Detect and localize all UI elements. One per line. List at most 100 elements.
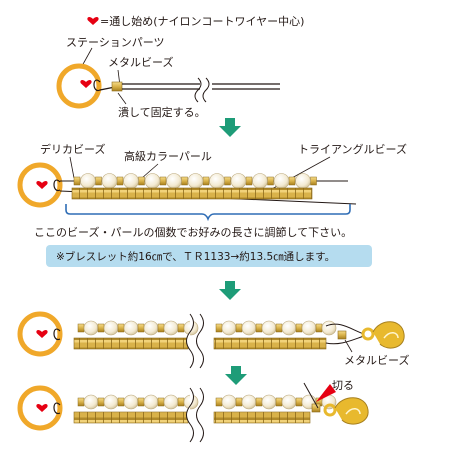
metal-bead-3 xyxy=(337,330,347,340)
adjust-brace xyxy=(65,204,351,222)
station-parts-label: ステーションパーツ xyxy=(66,36,165,49)
pearl-bead xyxy=(103,394,119,410)
delica-bead xyxy=(73,176,81,186)
legend-heart-icon xyxy=(87,17,99,25)
delica-bead xyxy=(215,323,223,333)
station-ring-3 xyxy=(17,311,63,357)
pearl-bead xyxy=(241,394,257,410)
note-box xyxy=(46,245,372,267)
heart-icon-1 xyxy=(80,80,92,88)
triangle-label: トライアングルビーズ xyxy=(298,142,407,156)
station-ring-2 xyxy=(17,162,63,208)
pearl-bead xyxy=(241,320,257,336)
delica-bead xyxy=(137,323,145,333)
down-arrow-2 xyxy=(219,281,241,300)
pearl-label: 高級カラーパール xyxy=(124,149,212,163)
delica-bead xyxy=(137,397,145,407)
heart-icon-3 xyxy=(36,330,48,338)
metal-beads-leader-3 xyxy=(344,339,353,353)
metal-beads-label-3: メタルビーズ xyxy=(344,353,409,367)
triangle-bead-row-2 xyxy=(71,187,313,200)
delica-leader xyxy=(69,156,75,179)
pearl-bead xyxy=(281,320,297,336)
delica-bead xyxy=(181,176,188,186)
pearl-bead xyxy=(221,320,237,336)
pearl-bead xyxy=(163,320,179,336)
pearl-bead xyxy=(273,173,290,189)
delica-bead xyxy=(157,323,165,333)
delica-bead xyxy=(177,323,185,333)
triangle-bead-row-3a xyxy=(73,337,189,350)
station-parts-leader xyxy=(81,47,93,67)
delica-bead xyxy=(295,397,303,407)
lobster-clasp-4 xyxy=(323,397,369,425)
delica-bead xyxy=(77,323,85,333)
wire-loop-2 xyxy=(53,179,61,192)
delica-bead xyxy=(97,397,105,407)
delica-bead xyxy=(315,323,323,333)
pearl-bead xyxy=(321,320,337,336)
pearl-row-2 xyxy=(80,173,311,189)
delica-bead xyxy=(295,323,303,333)
delica-bead xyxy=(157,397,165,407)
triangle-bead-row-4a xyxy=(73,411,189,424)
pearl-bead xyxy=(166,173,182,189)
triangle-bead-row-4b xyxy=(213,411,311,424)
pearl-bead xyxy=(144,173,161,189)
delica-bead xyxy=(288,176,296,186)
crimp-leader xyxy=(117,92,127,105)
pearl-bead xyxy=(261,394,277,410)
delica-bead xyxy=(310,176,317,186)
delica-bead xyxy=(177,397,185,407)
cut-label: 切る xyxy=(332,379,354,392)
delica-bead xyxy=(255,323,263,333)
delica-bead xyxy=(275,323,283,333)
delica-bead xyxy=(138,176,145,186)
delica-bead xyxy=(117,397,125,407)
wire-loop-3 xyxy=(53,328,61,341)
cut-arrow-icon xyxy=(316,384,336,402)
delica-bead xyxy=(275,397,283,407)
delica-bead xyxy=(255,397,263,407)
triangle-bead-row-3b xyxy=(213,337,327,350)
pearl-bead xyxy=(123,394,139,410)
delica-bead xyxy=(97,323,105,333)
crimp-label: 潰して固定する。 xyxy=(118,105,206,119)
lobster-clasp-3 xyxy=(361,321,405,349)
delica-bead xyxy=(235,323,243,333)
pearl-leader xyxy=(141,163,159,179)
pearl-bead xyxy=(80,173,96,189)
pearl-row-4 xyxy=(77,394,337,410)
crimp-bead-1 xyxy=(111,81,123,92)
break-mark-4 xyxy=(186,387,204,443)
heart-icon-2 xyxy=(36,181,48,189)
delica-bead xyxy=(235,397,243,407)
down-arrow-1 xyxy=(219,118,241,137)
pearl-bead xyxy=(123,320,139,336)
wire-loop-4 xyxy=(53,402,61,415)
pearl-bead xyxy=(83,394,99,410)
pearl-bead xyxy=(143,394,159,410)
wire-loop-1 xyxy=(93,79,121,92)
delica-bead xyxy=(245,176,253,186)
delica-bead xyxy=(215,397,223,407)
pearl-bead xyxy=(295,173,311,189)
pearl-bead xyxy=(301,320,317,336)
pearl-bead xyxy=(83,320,99,336)
delica-bead xyxy=(159,176,167,186)
station-ring-4 xyxy=(17,385,63,431)
pearl-bead xyxy=(163,394,179,410)
metal-beads-label-1: メタルビーズ xyxy=(108,55,173,69)
break-mark-3 xyxy=(186,313,204,369)
pearl-bead xyxy=(123,173,139,189)
pearl-bead xyxy=(261,320,277,336)
delica-bead xyxy=(117,323,125,333)
wire-end-4 xyxy=(303,382,319,409)
pearl-bead xyxy=(143,320,159,336)
wire-ends-3 xyxy=(325,323,365,345)
down-arrow-3 xyxy=(225,366,247,385)
pearl-row-3 xyxy=(77,320,337,336)
legend-label: =通し始め(ナイロンコートワイヤー中心) xyxy=(100,14,304,28)
delica-label: デリカビーズ xyxy=(40,142,105,156)
